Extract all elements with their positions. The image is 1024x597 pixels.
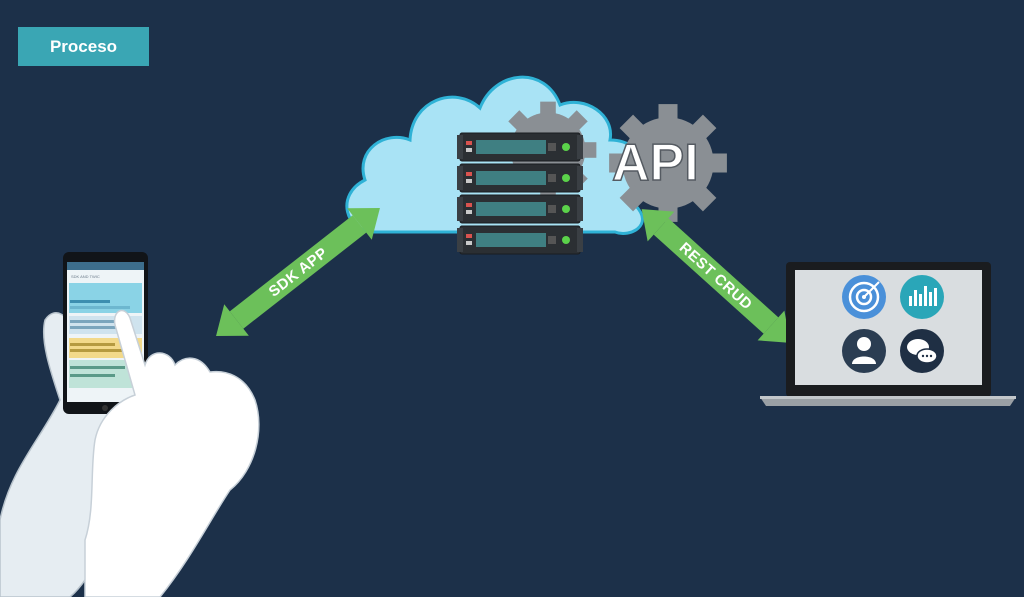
phone-in-hands: SDK AND TWIC xyxy=(0,252,260,597)
rest-crud-label: REST CRUD xyxy=(676,239,756,313)
sdk-app-label: SDK APP xyxy=(266,244,331,300)
sdk-app-arrow: SDK APP xyxy=(216,207,380,337)
rest-crud-arrow: REST CRUD xyxy=(641,209,791,343)
target-icon xyxy=(842,275,886,319)
api-label: API xyxy=(612,134,699,192)
phone-screen-title: SDK AND TWIC xyxy=(71,274,100,279)
laptop xyxy=(760,262,1016,406)
user-icon xyxy=(842,329,886,373)
process-badge: Proceso xyxy=(18,27,149,66)
bar-chart-icon xyxy=(900,275,944,319)
chat-bubble-icon xyxy=(900,329,944,373)
